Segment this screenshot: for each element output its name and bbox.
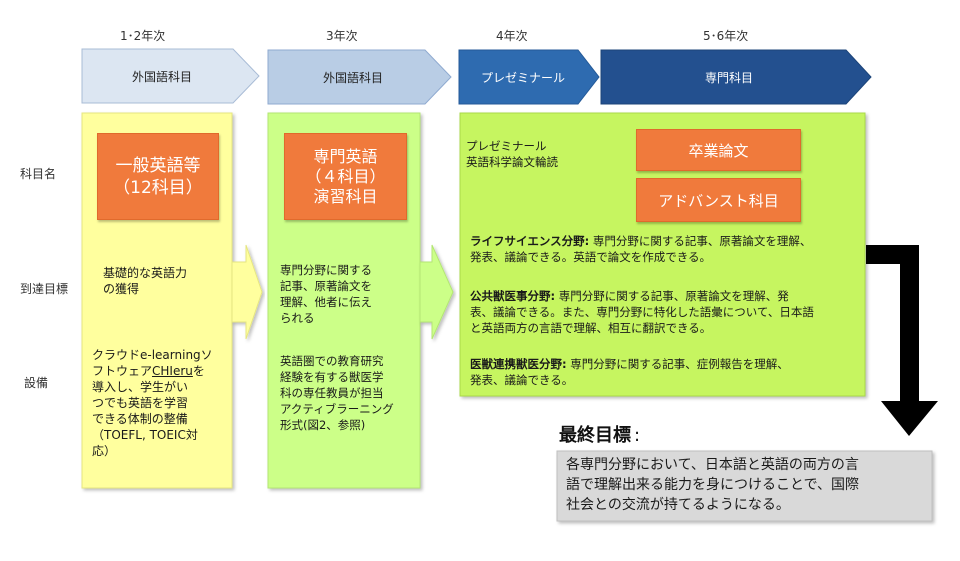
year-label-4: 4年次 <box>496 29 528 43</box>
facility-elearning-post: を 導入し、学生がい つでも英語を学習 できる体制の整備 （TOEFL, TOE… <box>92 364 205 458</box>
field-public-vet: 公共獣医事分野: 専門分野に関する記事、原著論文を理解、発 表、議論できる。また… <box>470 288 860 336</box>
row-label-facility: 設備 <box>24 376 49 390</box>
subject-general-english: 一般英語等 （12科目） <box>97 133 219 220</box>
row-label-subject: 科目名 <box>20 167 57 181</box>
stage-4-label: 専門科目 <box>704 71 753 85</box>
field-medical-vet-text: 専門分野に関する記事、症例報告を理解、 発表、議論できる。 <box>470 357 789 387</box>
final-goal-colon: : <box>634 425 641 446</box>
field-life-science: ライフサイエンス分野: 専門分野に関する記事、原著論文を理解、 発表、議論できる… <box>470 233 860 265</box>
facility-elearning: クラウドe-learningソ フトウェアCHIeruを 導入し、学生がい つで… <box>92 347 232 459</box>
subject-graduation-thesis: 卒業論文 <box>636 129 801 171</box>
presemi-text: プレゼミナール 英語科学論文輪読 <box>466 139 558 169</box>
final-goal-title: 最終目標: <box>559 421 640 447</box>
goal-basic-english: 基礎的な英語力 の獲得 <box>103 266 188 296</box>
year-label-1-2: 1･2年次 <box>120 29 166 43</box>
subject-advanced: アドバンスト科目 <box>636 178 801 222</box>
stage-1-label: 外国語科目 <box>131 70 192 84</box>
final-goal-title-text: 最終目標 <box>559 425 631 446</box>
field-medical-vet: 医獣連携獣医分野: 専門分野に関する記事、症例報告を理解、 発表、議論できる。 <box>470 356 860 388</box>
field-medical-vet-name: 医獣連携獣医分野: <box>470 357 567 371</box>
chevron-stage-3 <box>458 49 600 105</box>
stage-3-label: プレゼミナール <box>480 71 565 85</box>
field-life-science-text: 専門分野に関する記事、原著論文を理解、 発表、議論できる。英語で論文を作成できる… <box>470 234 812 264</box>
chevron-stage-1 <box>81 48 260 104</box>
field-public-vet-name: 公共獣医事分野: <box>470 289 556 303</box>
chevron-stage-4 <box>600 49 872 105</box>
green-arrow <box>419 244 454 340</box>
facility-instructors: 英語圏での教育研究 経験を有する獣医学 科の専任教員が担当 アクティブラーニング… <box>280 354 394 432</box>
chieru-link[interactable]: CHIeru <box>152 364 193 378</box>
black-elbow-arrow <box>866 245 938 436</box>
goal-specialized: 専門分野に関する 記事、原著論文を 理解、他者に伝え られる <box>280 263 372 325</box>
row-label-goal: 到達目標 <box>20 282 69 296</box>
yellow-arrow <box>231 244 263 340</box>
field-life-science-name: ライフサイエンス分野: <box>470 234 590 248</box>
facility-elearning-pre: クラウドe-learningソ フトウェア <box>92 348 213 378</box>
chevron-stage-2 <box>267 49 452 105</box>
year-label-5-6: 5･6年次 <box>703 29 749 43</box>
subject-specialized-english: 専門英語 （４科目） 演習科目 <box>284 133 407 220</box>
final-goal-box <box>556 450 933 522</box>
field-public-vet-text: 専門分野に関する記事、原著論文を理解、発 表、議論できる。また、専門分野に特化し… <box>470 289 814 335</box>
final-goal-text: 各専門分野において、日本語と英語の両方の言 語で理解出来る能力を身につけることで… <box>566 457 860 513</box>
year-label-3: 3年次 <box>326 29 358 43</box>
stage-2-label: 外国語科目 <box>322 71 383 85</box>
